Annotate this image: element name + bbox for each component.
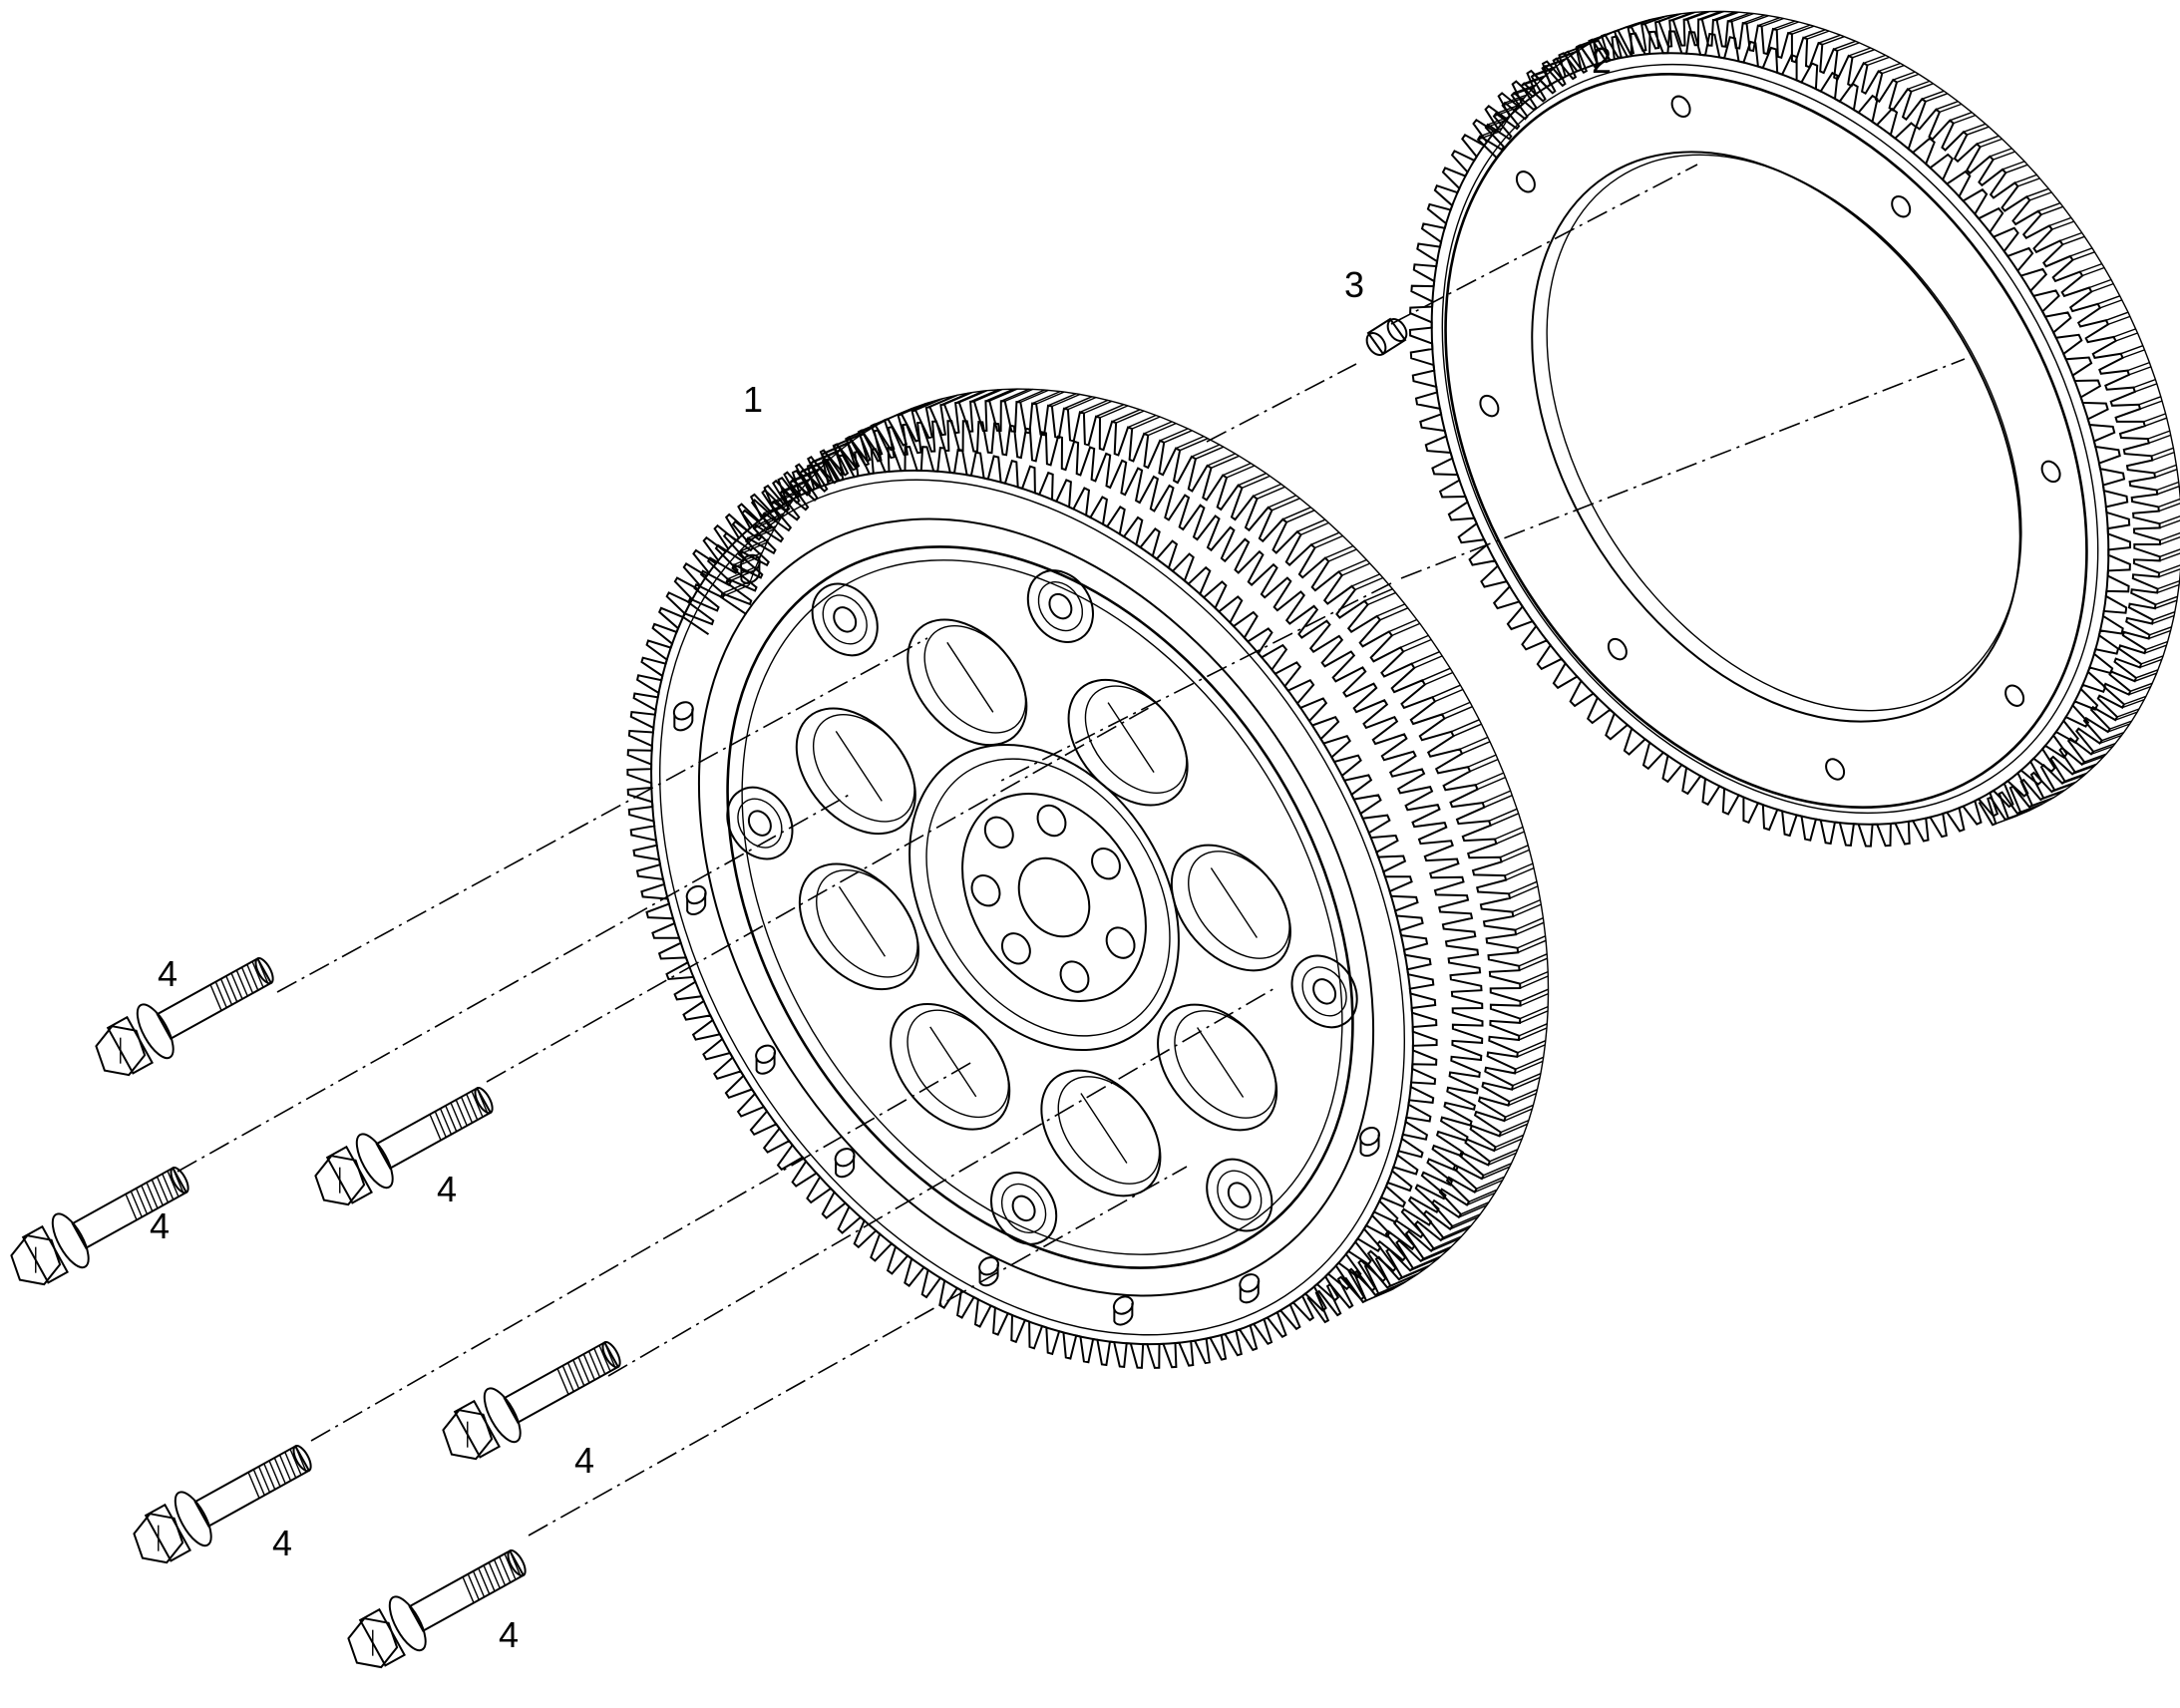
- hub-hole: [970, 874, 1001, 907]
- hub-hole: [1105, 926, 1136, 959]
- callout-part-4-d: 4: [574, 1440, 594, 1481]
- lightening-hole: [1040, 1069, 1162, 1197]
- flange-bolt: [10, 1167, 189, 1286]
- gear-stud: [755, 1044, 777, 1075]
- callout-part-4-b: 4: [437, 1169, 457, 1209]
- lightening-hole: [1157, 1003, 1278, 1132]
- flange-bolt: [347, 1549, 527, 1669]
- hub-hole: [1036, 804, 1067, 838]
- gear-stud: [685, 884, 707, 916]
- gear-stud: [1112, 1295, 1134, 1326]
- ring-bolt-hole: [1607, 637, 1628, 661]
- callout-part-4-e: 4: [272, 1523, 292, 1563]
- gear-stud: [834, 1148, 856, 1179]
- ring-bolt-hole: [2004, 684, 2025, 707]
- callout-part-4-c: 4: [150, 1205, 170, 1246]
- main-gear-part-1: [626, 388, 1550, 1369]
- ring-bolt-hole: [1479, 394, 1500, 418]
- gear-stud: [1359, 1126, 1380, 1158]
- bolt-boss: [726, 786, 794, 860]
- hub-hole: [1059, 960, 1090, 993]
- center-lines: [177, 164, 1966, 1537]
- ring-bolt-hole: [1891, 194, 1912, 218]
- callout-labels: 1 2 3 4 4 4 4 4 4: [150, 40, 1612, 1655]
- hub-hole: [1000, 932, 1031, 965]
- callout-part-4-f: 4: [499, 1614, 519, 1655]
- bolt-boss: [990, 1172, 1058, 1245]
- lightening-hole: [795, 707, 916, 836]
- callout-part-4-a: 4: [158, 953, 178, 994]
- ring-bolt-hole: [1515, 171, 1536, 193]
- lightening-hole: [1067, 678, 1189, 807]
- lightening-hole: [798, 862, 919, 991]
- bolts-part-4: [10, 957, 621, 1669]
- ring-bolt-hole: [2040, 460, 2061, 484]
- bolt-boss: [811, 582, 879, 657]
- ring-bolt-hole: [1670, 95, 1691, 119]
- gear-stud: [739, 553, 761, 584]
- bolt-boss: [1290, 954, 1358, 1029]
- bolt-boss: [1206, 1158, 1273, 1232]
- lightening-hole: [1170, 844, 1291, 972]
- gear-stud: [672, 701, 694, 732]
- flange-bolt: [442, 1341, 621, 1461]
- ring-bolt-hole: [1825, 758, 1846, 781]
- bolt-boss: [1026, 569, 1094, 643]
- dowel-pin-part-3: [1365, 317, 1408, 356]
- gear-stud: [1239, 1273, 1261, 1304]
- callout-part-2: 2: [1592, 40, 1612, 81]
- lightening-hole: [907, 618, 1028, 747]
- callout-part-3: 3: [1344, 264, 1364, 305]
- callout-part-1: 1: [743, 379, 763, 420]
- flange-bolt: [314, 1087, 494, 1206]
- hub-hole: [983, 816, 1014, 849]
- flange-bolt: [95, 957, 274, 1077]
- lightening-hole: [890, 1002, 1011, 1131]
- hub-hole: [1091, 848, 1121, 880]
- flange-bolt: [133, 1445, 312, 1564]
- ring-gear-part-2: [1408, 10, 2180, 848]
